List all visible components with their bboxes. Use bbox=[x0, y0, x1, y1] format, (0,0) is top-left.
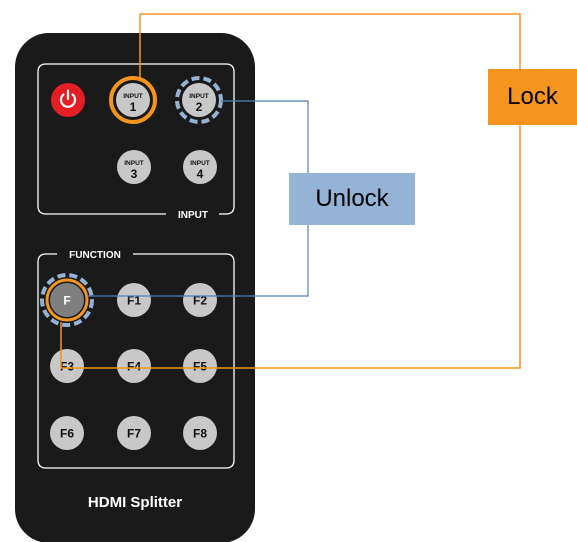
power-icon bbox=[59, 89, 77, 108]
input-button-3[interactable]: INPUT 3 bbox=[117, 150, 151, 184]
function-button-f5-label: F5 bbox=[193, 360, 207, 374]
function-button-f4[interactable]: F4 bbox=[117, 349, 151, 383]
input-button-3-top: INPUT bbox=[124, 160, 144, 167]
function-button-f6-label: F6 bbox=[60, 427, 74, 441]
function-button-f8-label: F8 bbox=[193, 427, 207, 441]
input-button-1-number: 1 bbox=[130, 100, 137, 114]
function-button-f5[interactable]: F5 bbox=[183, 349, 217, 383]
function-button-f3-label: F3 bbox=[60, 360, 74, 374]
lock-callout: Lock bbox=[488, 69, 577, 125]
input-section-box bbox=[37, 63, 235, 215]
function-button-f8[interactable]: F8 bbox=[183, 416, 217, 450]
lock-connector-top bbox=[139, 13, 521, 78]
function-button-f4-label: F4 bbox=[127, 360, 141, 374]
input-section-label: INPUT bbox=[178, 210, 208, 221]
input-button-1-top: INPUT bbox=[123, 93, 143, 100]
function-button-f1-label: F1 bbox=[127, 294, 141, 308]
unlock-ring-input-2 bbox=[175, 76, 223, 124]
lock-connector-bottom bbox=[60, 125, 521, 369]
input-button-2[interactable]: INPUT 2 bbox=[182, 83, 216, 117]
function-button-f1[interactable]: F1 bbox=[117, 283, 151, 317]
function-button-f-label: F bbox=[63, 294, 70, 308]
function-button-f7[interactable]: F7 bbox=[117, 416, 151, 450]
lock-ring-function-f bbox=[45, 278, 89, 322]
brand-label: HDMI Splitter bbox=[88, 494, 182, 511]
power-button[interactable] bbox=[51, 83, 85, 117]
function-button-f2-label: F2 bbox=[193, 294, 207, 308]
input-button-2-top: INPUT bbox=[189, 93, 209, 100]
input-button-3-number: 3 bbox=[131, 167, 138, 181]
function-button-f6[interactable]: F6 bbox=[50, 416, 84, 450]
input-button-2-number: 2 bbox=[196, 100, 203, 114]
function-button-f7-label: F7 bbox=[127, 427, 141, 441]
unlock-ring-function-f bbox=[40, 273, 94, 327]
unlock-connector-top bbox=[221, 100, 309, 173]
function-button-f[interactable]: F bbox=[50, 283, 84, 317]
input-button-4-top: INPUT bbox=[190, 160, 210, 167]
unlock-connector-bottom bbox=[87, 225, 309, 297]
function-section-box bbox=[37, 253, 235, 469]
function-section-label: FUNCTION bbox=[69, 250, 121, 261]
unlock-callout: Unlock bbox=[289, 173, 415, 225]
input-button-1[interactable]: INPUT 1 bbox=[116, 83, 150, 117]
lock-ring-input-1 bbox=[109, 76, 157, 124]
input-button-4-number: 4 bbox=[197, 167, 204, 181]
function-button-f3[interactable]: F3 bbox=[50, 349, 84, 383]
input-button-4[interactable]: INPUT 4 bbox=[183, 150, 217, 184]
function-button-f2[interactable]: F2 bbox=[183, 283, 217, 317]
